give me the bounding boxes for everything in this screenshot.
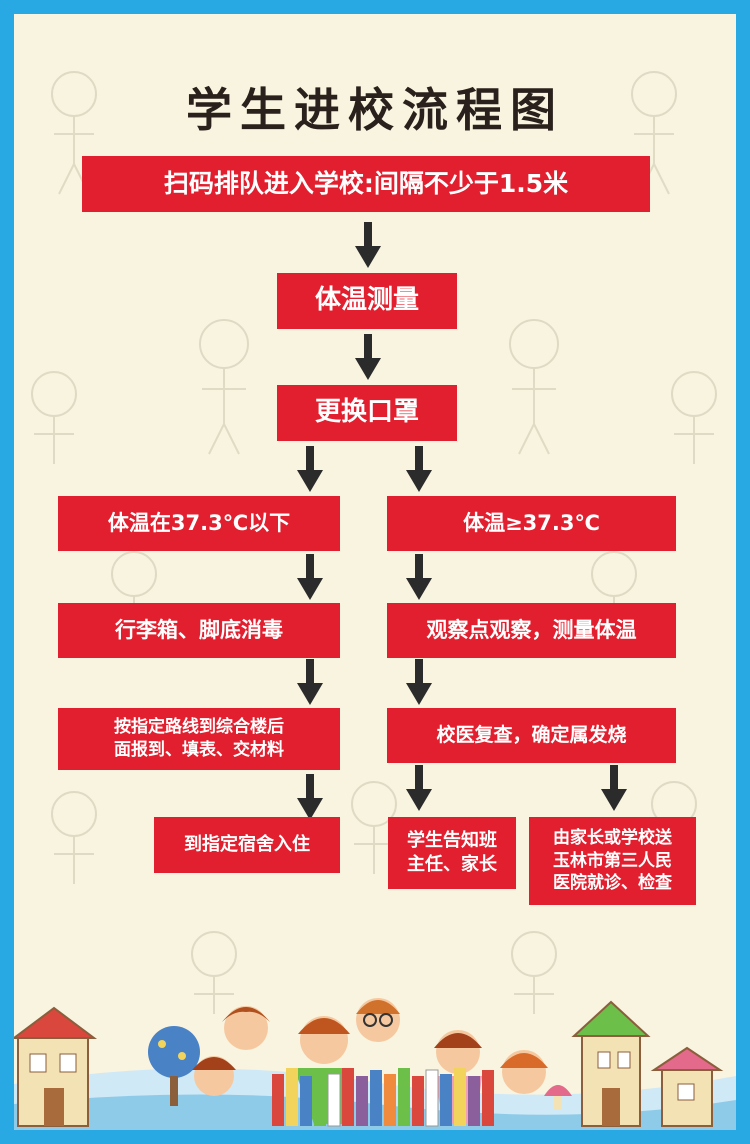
step-scan-box: 扫码排队进入学校:间隔不少于1.5米 <box>82 156 650 212</box>
house-right-icon <box>571 1000 651 1127</box>
step-temp-text: 体温测量 <box>314 285 419 316</box>
step-mask-box: 更换口罩 <box>277 385 457 441</box>
left-cond-box: 体温在37.3℃以下 <box>58 496 340 551</box>
arrow-down-icon <box>355 222 381 268</box>
arrow-down-icon <box>297 774 323 820</box>
left-disinfect-box: 行李箱、脚底消毒 <box>58 603 340 658</box>
arrow-down-icon <box>406 659 432 705</box>
right-notify-line1: 学生告知班 <box>407 829 497 851</box>
arrow-down-icon <box>297 659 323 705</box>
right-notify-box: 学生告知班 主任、家长 <box>388 817 516 889</box>
step-scan-text: 扫码排队进入学校:间隔不少于1.5米 <box>163 169 569 199</box>
arrow-down-icon <box>601 765 627 811</box>
house-left-icon <box>14 1006 97 1127</box>
right-recheck-box: 校医复查，确定属发烧 <box>387 708 676 763</box>
poster-frame: 学生进校流程图 扫码排队进入学校:间隔不少于1.5米 体温测量 更换口罩 体温在… <box>14 14 736 1130</box>
right-notify-line2: 主任、家长 <box>407 854 497 875</box>
left-dorm-box: 到指定宿舍入住 <box>154 817 340 873</box>
right-hospital-box: 由家长或学校送 玉林市第三人民 医院就诊、检查 <box>529 817 696 905</box>
page-title: 学生进校流程图 <box>186 83 564 137</box>
right-recheck-text: 校医复查，确定属发烧 <box>436 723 627 746</box>
cartoon-children-illustration <box>14 998 736 1130</box>
right-observe-text: 观察点观察，测量体温 <box>426 618 637 643</box>
books-icon <box>272 1068 494 1127</box>
left-report-line2: 面报到、填表、交材料 <box>114 740 284 760</box>
arrow-down-icon <box>297 446 323 492</box>
left-report-line1: 按指定路线到综合楼后 <box>114 717 284 738</box>
step-temp-box: 体温测量 <box>277 273 457 329</box>
right-hospital-line3: 医院就诊、检查 <box>553 873 672 894</box>
house-small-icon <box>650 1046 724 1127</box>
arrow-down-icon <box>406 765 432 811</box>
right-cond-text: 体温≥37.3℃ <box>463 511 600 536</box>
left-cond-text: 体温在37.3℃以下 <box>107 511 291 536</box>
left-dorm-text: 到指定宿舍入住 <box>184 833 310 855</box>
tree-icon <box>148 1026 200 1106</box>
arrow-down-icon <box>406 554 432 600</box>
right-hospital-line1: 由家长或学校送 <box>553 827 672 848</box>
arrow-down-icon <box>355 334 381 380</box>
right-observe-box: 观察点观察，测量体温 <box>387 603 676 658</box>
step-mask-text: 更换口罩 <box>314 397 419 428</box>
arrow-down-icon <box>297 554 323 600</box>
right-cond-box: 体温≥37.3℃ <box>387 496 676 551</box>
mushroom-icon <box>544 1085 572 1110</box>
left-report-box: 按指定路线到综合楼后 面报到、填表、交材料 <box>58 708 340 770</box>
left-disinfect-text: 行李箱、脚底消毒 <box>115 618 283 643</box>
arrow-down-icon <box>406 446 432 492</box>
right-hospital-line2: 玉林市第三人民 <box>553 850 672 871</box>
